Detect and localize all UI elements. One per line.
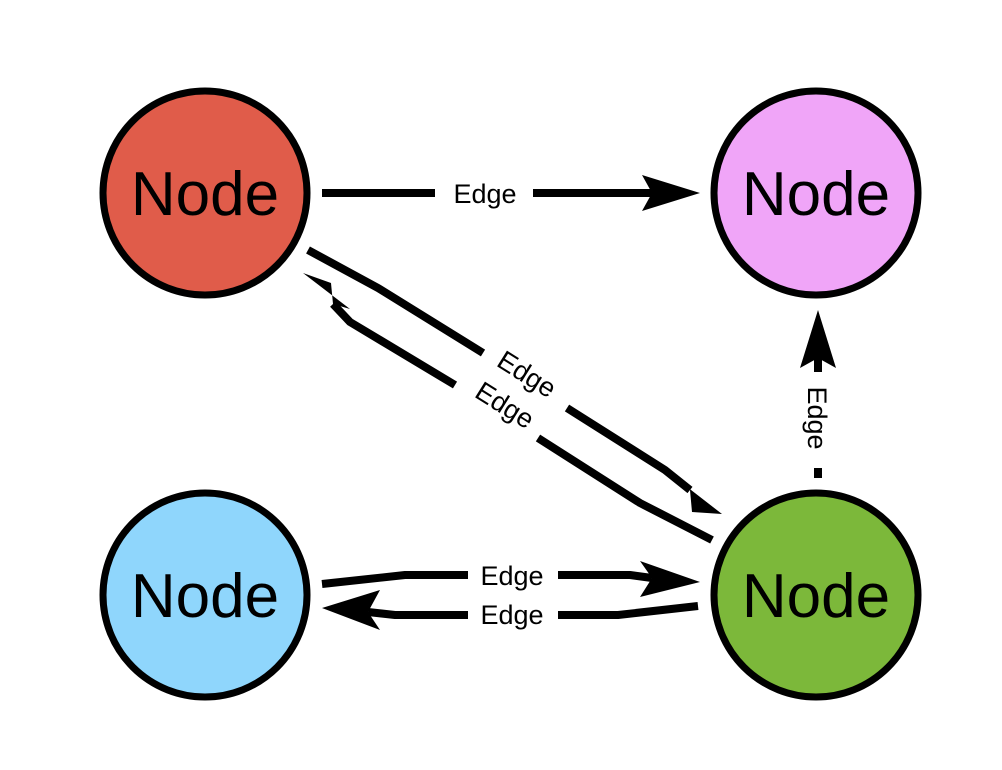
- node-label: Node: [742, 160, 890, 229]
- node-circle: [710, 489, 922, 701]
- edge-line: [306, 246, 486, 357]
- node-label: Node: [742, 562, 890, 631]
- node-label: Node: [131, 160, 279, 229]
- arrowhead: [800, 310, 836, 368]
- edge-label: Edge: [480, 561, 543, 591]
- edge-line: [321, 571, 468, 588]
- edge-label: Edge: [802, 386, 832, 449]
- edge-label: Edge: [453, 179, 516, 209]
- edge-line: [558, 602, 699, 619]
- node-circle: [99, 87, 311, 299]
- node-pink: Node: [710, 87, 922, 299]
- node-label: Node: [131, 562, 279, 631]
- edge-line: [558, 571, 653, 582]
- arrowhead: [322, 590, 380, 630]
- edge-label: Edge: [480, 600, 543, 630]
- edge-line: [330, 301, 458, 389]
- node-circle: [99, 489, 311, 701]
- edge-red-to-green: Edge: [306, 246, 722, 514]
- arrowhead: [642, 175, 700, 211]
- edge-line: [564, 404, 693, 494]
- node-green: Node: [710, 489, 922, 701]
- edge-line: [367, 608, 468, 619]
- arrowhead: [673, 476, 722, 514]
- node-circle: [710, 87, 922, 299]
- arrowhead: [303, 273, 350, 309]
- edge-green-to-red: Edge: [303, 273, 714, 544]
- arrowhead: [640, 561, 700, 597]
- edge-green-to-pink: Edge: [800, 310, 836, 478]
- edge-blue-to-green: Edge: [321, 561, 700, 597]
- node-blue: Node: [99, 489, 311, 701]
- edge-green-to-blue: Edge: [322, 590, 699, 630]
- edge-red-to-pink: Edge: [322, 175, 700, 211]
- edge-line: [535, 434, 714, 544]
- node-red: Node: [99, 87, 311, 299]
